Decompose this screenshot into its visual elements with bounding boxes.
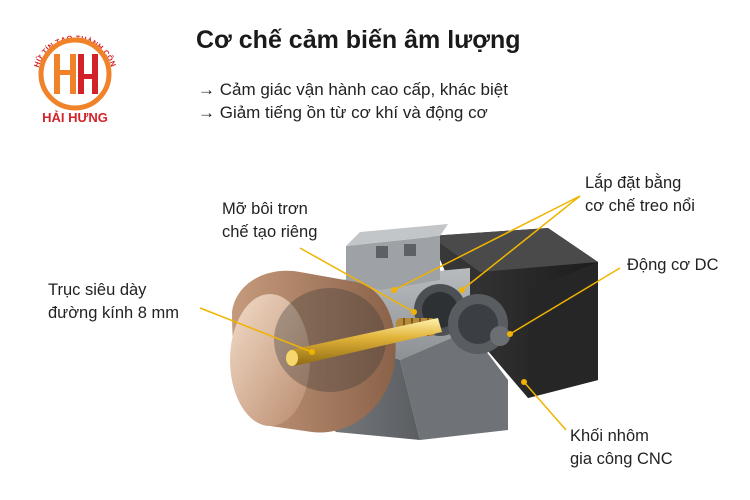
logo-brand-text: HẢI HƯNG	[42, 110, 108, 125]
callout-block-line1: Khối nhôm	[570, 427, 649, 445]
callout-lubricant: Mỡ bôi trơn chế tạo riêng	[222, 198, 317, 244]
callout-shaft-line1: Trục siêu dày	[48, 281, 147, 299]
callout-suspension-line1: Lắp đặt bằng	[585, 174, 682, 192]
bullet-noise-reduction: → Giảm tiếng ồn từ cơ khí và động cơ	[198, 103, 488, 122]
callout-motor: Động cơ DC	[627, 254, 719, 277]
callout-shaft-line2: đường kính 8 mm	[48, 304, 180, 322]
callout-block: Khối nhôm gia công CNC	[570, 425, 673, 471]
callout-lubricant-line1: Mỡ bôi trơn	[222, 200, 308, 218]
callout-suspension: Lắp đặt bằng cơ chế treo nổi	[585, 172, 695, 218]
hai-hung-logo: CHỮ TÍN TẠO THÀNH CÔNG HẢI HƯNG	[20, 14, 118, 125]
bullet-premium-feel: → Cảm giác vận hành cao cấp, khác biệt	[198, 80, 508, 99]
callout-shaft: Trục siêu dày đường kính 8 mm	[48, 279, 179, 325]
callout-block-line2: gia công CNC	[570, 450, 673, 468]
callout-lubricant-line2: chế tạo riêng	[222, 223, 318, 241]
callout-motor-line1: Động cơ DC	[627, 256, 719, 274]
page-title: Cơ chế cảm biến âm lượng	[196, 26, 521, 54]
callout-suspension-line2: cơ chế treo nổi	[585, 197, 695, 215]
